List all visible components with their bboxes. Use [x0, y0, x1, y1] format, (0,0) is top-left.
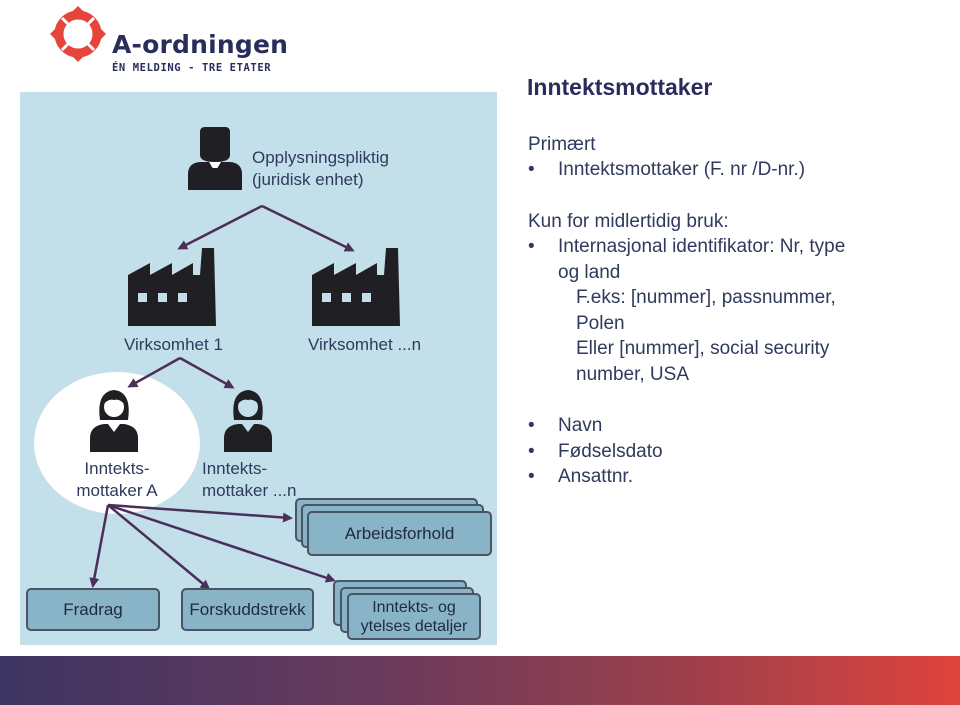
arrow-a-fradrag — [89, 504, 110, 588]
arrow-business1-recipient-a — [127, 356, 181, 388]
temp-item-line1: Internasjonal identifikator: Nr, type — [528, 234, 845, 260]
logo-mark-icon — [50, 6, 106, 62]
recipient-n-label-line2: mottaker ...n — [202, 481, 297, 500]
primary-heading: Primært — [528, 134, 596, 155]
recipient-n-label: Inntekts- mottaker ...n — [202, 458, 312, 502]
recipient-n-label-line1: Inntekts- — [202, 459, 268, 478]
woman-icon — [90, 390, 138, 452]
recipient-a-label-line1: Inntekts- — [84, 459, 150, 478]
example2-line2: number, USA — [576, 364, 689, 385]
recipient-a-label: Inntekts- mottaker A — [62, 458, 172, 502]
arrow-business1-recipient-n — [179, 356, 235, 389]
field-name: Navn — [528, 413, 603, 439]
employment-label: Arbeidsforhold — [344, 523, 455, 543]
income-details-label-line1: Inntekts- og — [372, 598, 456, 616]
arrow-employer-businessn — [261, 204, 355, 252]
arrow-a-inntekts-detaljer — [107, 503, 336, 583]
arrow-a-arbeidsforhold — [107, 503, 293, 523]
info-title: Inntektsmottaker — [527, 74, 713, 100]
logo-subtitle: ÉN MELDING - TRE ETATER — [112, 62, 272, 74]
employer-label-line2: (juridisk enhet) — [252, 170, 364, 189]
primary-item: Inntektsmottaker (F. nr /D-nr.) — [528, 157, 805, 183]
employment-box: Arbeidsforhold — [307, 511, 492, 556]
employer-label: Opplysningspliktig (juridisk enhet) — [252, 147, 389, 191]
field-employee-number: Ansattnr. — [528, 464, 633, 490]
field-birthdate: Fødselsdato — [528, 439, 662, 465]
deduction-label: Fradrag — [63, 599, 123, 619]
deduction-box: Fradrag — [26, 588, 160, 631]
income-details-box: Inntekts- og ytelses detaljer — [347, 593, 481, 640]
factory-icon — [312, 248, 400, 326]
arrow-a-forskuddstrekk — [107, 504, 211, 590]
a-ordningen-logo — [48, 4, 278, 74]
income-details-label-line2: ytelses detaljer — [360, 617, 468, 635]
logo-title: A-ordningen — [112, 30, 289, 59]
example2-line1: Eller [nummer], social security — [576, 338, 830, 359]
woman-icon — [224, 390, 272, 452]
employer-label-line1: Opplysningspliktig — [252, 148, 390, 167]
example1-line1: F.eks: [nummer], passnummer, — [576, 287, 836, 308]
businessn-label: Virksomhet ...n — [308, 335, 422, 354]
temp-item-line2: og land — [558, 262, 621, 283]
business1-label: Virksomhet 1 — [124, 335, 223, 354]
recipient-a-label-line2: mottaker A — [76, 481, 158, 500]
businessman-icon — [188, 127, 242, 190]
arrow-employer-business1 — [177, 204, 263, 250]
factory-icon — [128, 248, 216, 326]
temp-heading: Kun for midlertidig bruk: — [528, 211, 729, 232]
example1-line2: Polen — [576, 313, 625, 334]
withholding-box: Forskuddstrekk — [181, 588, 314, 631]
withholding-label: Forskuddstrekk — [189, 599, 306, 619]
footer-gradient-bar — [0, 656, 960, 705]
